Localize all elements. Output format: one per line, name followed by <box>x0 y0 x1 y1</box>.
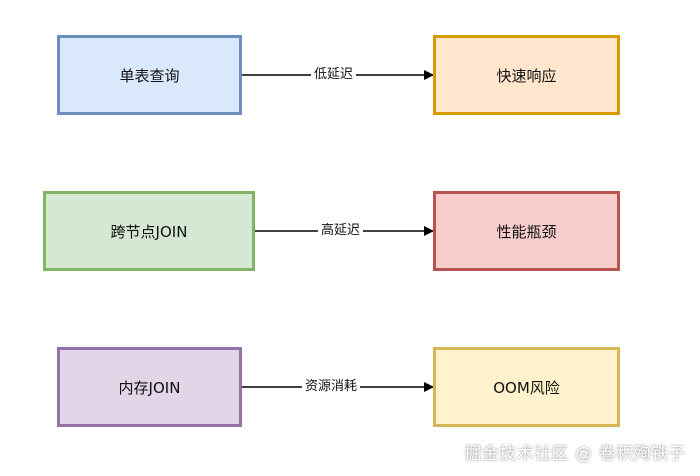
node-label: 单表查询 <box>119 66 180 85</box>
node-single-table-query[interactable]: 单表查询 <box>57 35 242 115</box>
node-performance-bottleneck[interactable]: 性能瓶颈 <box>433 191 620 271</box>
node-fast-response[interactable]: 快速响应 <box>433 35 620 115</box>
node-oom-risk[interactable]: OOM风险 <box>433 347 620 427</box>
node-label: OOM风险 <box>493 378 560 397</box>
watermark: 掘金技术社区 @ 卷积殉铁子 <box>464 444 686 464</box>
edge-label-resource-consumption: 资源消耗 <box>302 379 361 395</box>
node-label: 快速响应 <box>496 66 557 85</box>
edge-label-low-latency: 低延迟 <box>311 67 357 83</box>
node-cross-node-join[interactable]: 跨节点JOIN <box>43 191 255 271</box>
node-label: 内存JOIN <box>118 378 181 397</box>
node-label: 性能瓶颈 <box>496 222 557 241</box>
node-label: 跨节点JOIN <box>110 222 188 241</box>
node-memory-join[interactable]: 内存JOIN <box>57 347 242 427</box>
edge-label-high-latency: 高延迟 <box>318 223 364 239</box>
